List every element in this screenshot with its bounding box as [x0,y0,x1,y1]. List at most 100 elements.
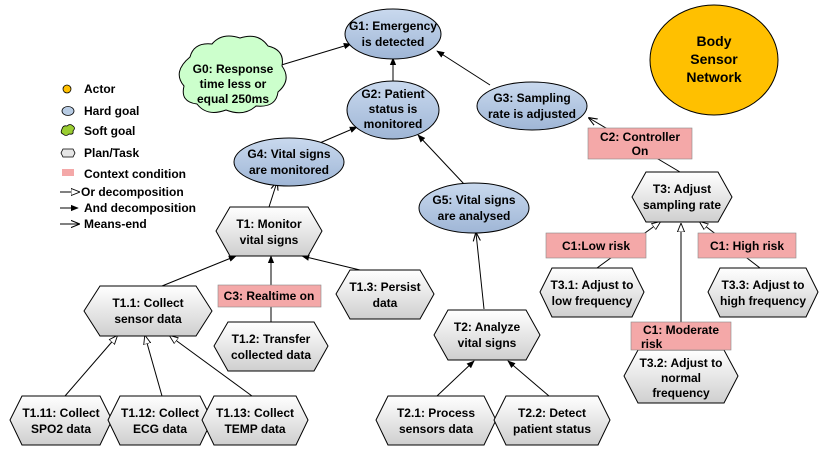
t3-1-label-line-2: low frequency [552,294,633,308]
t3-3-label-line-2: high frequency [720,294,806,308]
actor-label-line-3: Network [686,69,741,85]
g4-label-line-1: G4: Vital signs [247,147,330,161]
t1-11-label-line-1: T1.11: Collect [22,406,99,420]
c2-label-line-1: C2: Controller [600,130,680,144]
t1-11-label-line-2: SPO2 data [31,422,91,436]
g4-label-line-2: are monitored [249,163,329,177]
context-c2[interactable]: C2: Controller On [587,127,693,160]
g0-label-line-3: equal 250ms [197,92,269,106]
g5-label-line-2: are analysed [438,209,511,223]
edge-g4-g2 [314,126,358,146]
edge-t1-13-t1-1 [170,336,253,397]
context-c1-moderate[interactable]: C1: Moderate risk [630,321,732,351]
g2-label-line-1: G2: Patient [361,87,424,101]
t1-3-label-line-1: T1.3: Persist [349,280,420,294]
task-t1[interactable]: T1: Monitor vital signs [215,206,323,257]
task-t1-12[interactable]: T1.12: Collect ECG data [107,395,213,446]
edge-g5-g2 [417,134,465,185]
task-t2[interactable]: T2: Analyze vital signs [433,309,541,361]
t3-2-label-line-1: T3.2: Adjust to [640,356,723,370]
t1-label-line-2: vital signs [240,233,299,247]
g5-label-line-1: G5: Vital signs [432,193,515,207]
task-t1-13[interactable]: T1.13: Collect TEMP data [201,395,309,446]
goal-g3[interactable]: G3: Sampling rate is adjusted [476,81,588,131]
t2-2-label-line-1: T2.2: Detect [518,406,586,420]
t2-label-line-2: vital signs [458,336,517,350]
actor-label-line-2: Sensor [690,51,738,67]
t3-1-label-line-1: T3.1: Adjust to [551,278,634,292]
edge-t1-12-t1-1 [145,336,163,397]
c1-high-label: C1: High risk [710,239,784,253]
edge-t1-3-t1 [301,254,361,271]
task-t1-2[interactable]: T1.2: Transfer collected data [213,321,329,372]
context-c3[interactable]: C3: Realtime on [217,284,322,308]
t1-3-label-line-2: data [373,296,398,310]
g0-label-line-1: G0: Response [193,62,274,76]
task-t3-1[interactable]: T3.1: Adjust to low frequency [539,267,645,318]
legend-means-end-label: Means-end [84,217,147,231]
c1-moderate-label-line-1: C1: Moderate [643,323,719,337]
t1-12-label-line-1: T1.12: Collect [121,406,199,420]
softgoal-g0[interactable]: G0: Response time less or equal 250ms [178,35,287,114]
edge-g3-g1 [436,50,491,86]
t1-1-label-line-1: T1.1: Collect [112,296,183,310]
legend-soft-goal-icon [60,124,75,136]
legend-actor-icon [62,84,72,94]
legend-context-condition-icon [62,169,74,176]
edge-t2-1-t2 [436,360,475,397]
g2-label-line-3: monitored [364,117,423,131]
legend-or-decomposition-label: Or decomposition [81,185,184,199]
edge-t1-1-t1 [161,255,237,287]
goal-g1[interactable]: G1: Emergency is detected [344,8,442,60]
t2-label-line-1: T2: Analyze [454,320,521,334]
t1-13-label-line-1: T1.13: Collect [216,406,294,420]
edge-t2-2-t2 [507,360,550,397]
actor-label-line-1: Body [697,33,732,49]
c2-label-line-2: On [632,144,649,158]
goal-g4[interactable]: G4: Vital signs are monitored [233,137,345,187]
goal-g2[interactable]: G2: Patient status is monitored [346,80,440,140]
c1-low-label: C1:Low risk [562,239,630,253]
task-t2-1[interactable]: T2.1: Process sensors data [375,395,497,446]
g2-label-line-2: status is [369,102,418,116]
legend-hard-goal-icon [61,106,75,116]
task-t3[interactable]: T3: Adjust sampling rate [631,171,733,223]
legend-plan-task-label: Plan/Task [84,146,139,160]
t1-13-label-line-2: TEMP data [224,422,285,436]
t1-2-label-line-2: collected data [231,348,311,362]
edge-t1-g4 [268,182,277,208]
goal-g5[interactable]: G5: Vital signs are analysed [418,182,530,234]
task-t1-3[interactable]: T1.3: Persist data [335,269,435,320]
legend-actor-label: Actor [84,82,116,96]
context-c1-high[interactable]: C1: High risk [697,232,797,259]
context-c1-low[interactable]: C1:Low risk [545,232,647,259]
legend-plan-task-icon [60,148,76,158]
legend-hard-goal-label: Hard goal [84,104,139,118]
c1-moderate-label-line-2: risk [641,337,663,351]
t1-1-label-line-2: sensor data [114,312,182,326]
task-t2-2[interactable]: T2.2: Detect patient status [493,395,611,446]
legend-soft-goal-label: Soft goal [84,124,135,138]
c3-label: C3: Realtime on [224,289,315,303]
task-t3-3[interactable]: T3.3: Adjust to high frequency [707,267,819,318]
t3-label-line-1: T3: Adjust [653,182,711,196]
task-t1-11[interactable]: T1.11: Collect SPO2 data [9,395,113,446]
edge-g0-g1 [277,43,352,67]
g0-label-line-2: time less or [200,77,267,91]
legend: Actor Hard goal Soft goal Plan/Task Cont… [60,82,196,231]
t1-2-label-line-1: T1.2: Transfer [232,332,311,346]
actor-body-sensor-network[interactable]: Body Sensor Network [649,4,779,116]
t2-2-label-line-2: patient status [513,422,591,436]
t3-label-line-2: sampling rate [643,198,721,212]
g3-label-line-1: G3: Sampling [493,91,570,105]
legend-context-condition-label: Context condition [84,167,186,181]
task-t3-2[interactable]: T3.2: Adjust to normal frequency [623,349,739,404]
g1-label-line-2: is detected [362,35,425,49]
edge-t2-g5 [476,233,485,310]
t3-3-label-line-1: T3.3: Adjust to [722,278,805,292]
t2-1-label-line-1: T2.1: Process [397,406,475,420]
g3-label-line-2: rate is adjusted [488,107,576,121]
edge-t1-11-t1-1 [64,336,117,397]
task-t1-1[interactable]: T1.1: Collect sensor data [83,285,213,337]
